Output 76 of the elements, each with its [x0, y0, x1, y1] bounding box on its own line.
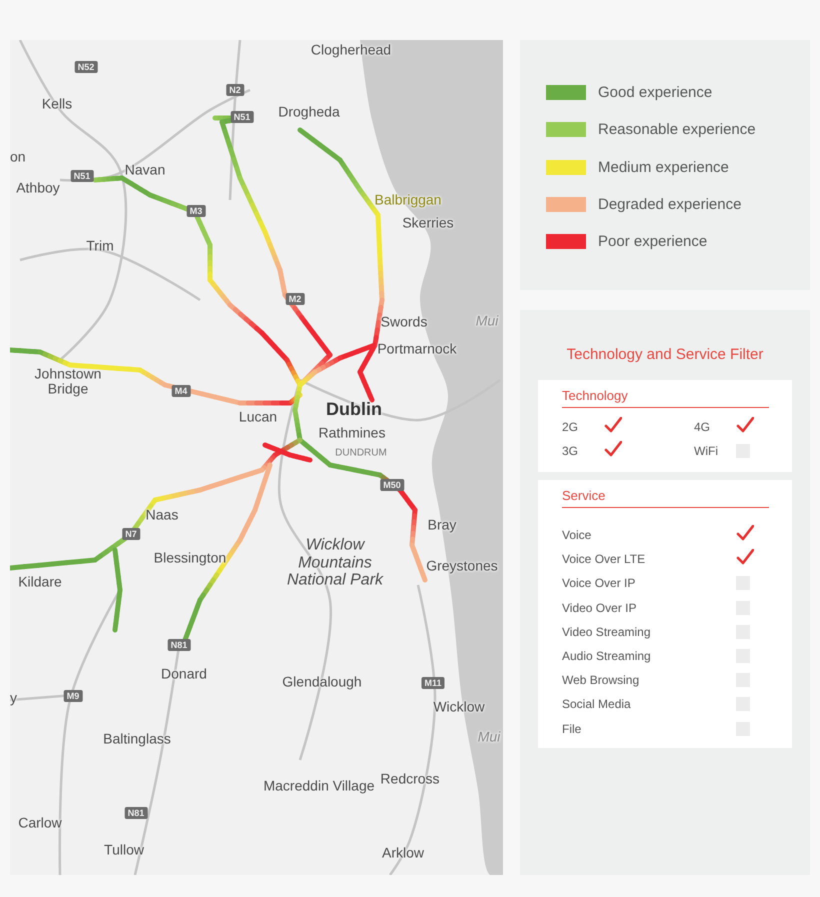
option-label: Voice Over LTE: [562, 552, 646, 566]
place-label: Johnstown Bridge: [34, 366, 102, 398]
place-label: Portmarnock: [377, 341, 457, 357]
place-label: Navan: [124, 162, 166, 178]
city-label: Dublin: [326, 400, 382, 420]
park-label: Wicklow Mountains National Park: [286, 536, 384, 590]
place-label: DUNDRUM: [335, 448, 387, 458]
place-label: Balbriggan: [374, 192, 442, 208]
panel-heading: Technology and Service Filter: [566, 346, 764, 363]
place-label: Swords: [380, 314, 428, 330]
option-label: WiFi: [694, 444, 718, 458]
checkmark-icon: [736, 549, 754, 566]
option-label: Voice: [562, 528, 592, 542]
place-label: Redcross: [380, 771, 440, 787]
option-label: Video Over IP: [562, 600, 636, 615]
filter-card: [538, 480, 792, 748]
place-label: Tullow: [104, 842, 144, 858]
road-sign: M3: [186, 205, 206, 217]
legend-label: Medium experience: [598, 158, 729, 176]
legend-label: Reasonable experience: [598, 121, 756, 138]
road-sign: N51: [230, 111, 254, 123]
road-sign: N7: [122, 528, 140, 540]
road-sign: M50: [380, 479, 404, 491]
place-label: Baltinglass: [103, 731, 171, 747]
place-label: Wicklow: [433, 699, 485, 715]
place-label: Blessington: [154, 550, 226, 566]
place-label: Glendalough: [282, 674, 362, 690]
road-sign: M2: [286, 293, 304, 305]
place-label: Skerries: [402, 215, 454, 231]
filter-card: [538, 380, 792, 472]
option-label: Social Media: [562, 697, 631, 712]
place-label: y: [10, 690, 17, 706]
legend-label: Poor experience: [598, 233, 708, 250]
checkmark-icon: [604, 417, 622, 433]
road-sign: N81: [124, 807, 148, 819]
road-sign: N81: [168, 639, 190, 651]
option-label: Audio Streaming: [562, 649, 651, 663]
option-label: Web Browsing: [562, 673, 640, 688]
filter-panel: [520, 310, 810, 875]
road-sign: N52: [74, 61, 98, 73]
checkmark-icon: [736, 525, 754, 541]
option-label: Video Streaming: [562, 624, 650, 639]
road-sign: N51: [70, 170, 94, 182]
legend-label: Good experience: [598, 84, 712, 101]
checkmark-icon: [736, 417, 754, 433]
option-label: Voice Over IP: [562, 576, 636, 590]
option-label: 2G: [562, 420, 578, 434]
sea-label: Mui: [476, 313, 498, 329]
road-sign: M4: [172, 385, 190, 397]
road-sign: M9: [64, 690, 82, 702]
place-label: Athboy: [16, 180, 60, 196]
place-label: Clogherhead: [310, 42, 392, 58]
place-label: on: [10, 149, 26, 165]
place-label: Bray: [428, 517, 456, 533]
legend-label: Degraded experience: [598, 196, 742, 213]
place-label: Kells: [42, 96, 72, 112]
sea-label: Mui: [478, 729, 500, 745]
place-label: Greystones: [426, 558, 498, 574]
place-label: Drogheda: [278, 104, 340, 120]
place-label: Naas: [146, 507, 178, 523]
place-label: Lucan: [238, 409, 278, 425]
place-label: Donard: [161, 666, 207, 682]
checkmark-icon: [604, 441, 622, 457]
place-label: Rathmines: [318, 425, 386, 441]
option-label: 3G: [562, 444, 578, 458]
road-sign: M11: [422, 677, 444, 689]
option-label: 4G: [694, 420, 710, 434]
place-label: Macreddin Village: [263, 778, 375, 794]
place-label: Kildare: [18, 574, 62, 590]
place-label: Carlow: [18, 815, 62, 831]
section-heading: Technology: [562, 388, 628, 403]
road-sign: N2: [226, 84, 244, 96]
section-heading: Service: [562, 488, 606, 503]
option-label: File: [562, 722, 582, 736]
place-label: Arklow: [382, 845, 424, 861]
place-label: Trim: [86, 238, 114, 254]
